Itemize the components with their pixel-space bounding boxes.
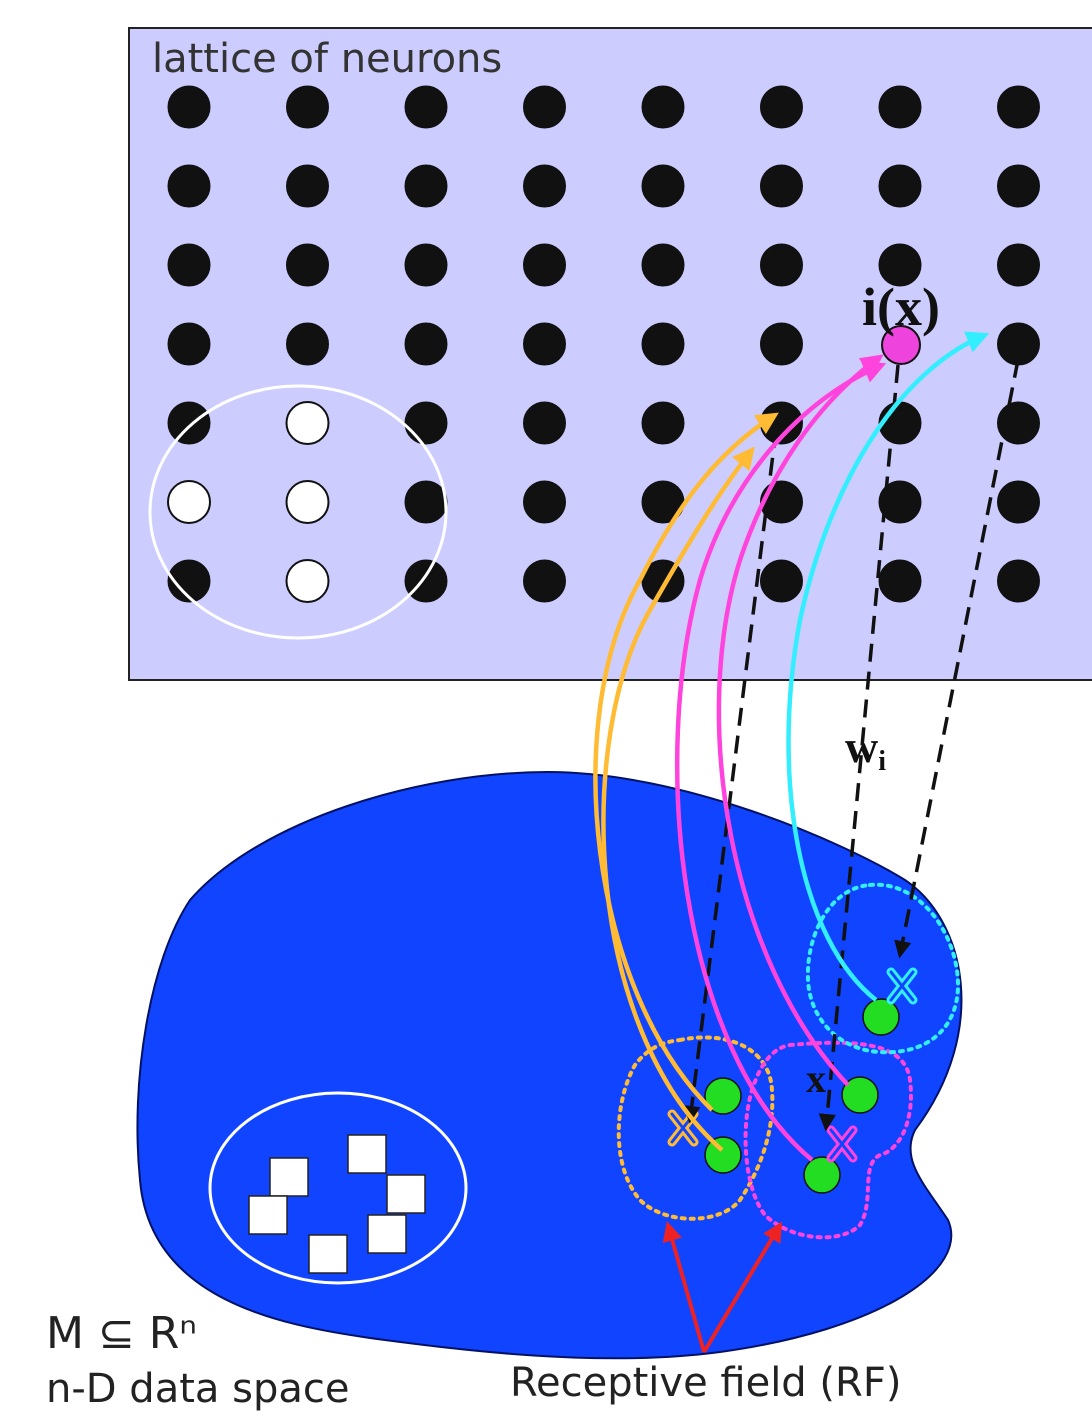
neuron xyxy=(997,401,1040,445)
cluster-square xyxy=(347,1134,387,1174)
neuron xyxy=(286,164,329,208)
neuron xyxy=(404,243,448,287)
receptive-field-label: Receptive field (RF) xyxy=(510,1360,901,1406)
neuron xyxy=(523,559,566,603)
weight-label-main: w xyxy=(845,721,878,772)
orange-arrow xyxy=(601,446,755,1152)
neighborhood-ellipse xyxy=(148,384,448,640)
neighborhood-neuron xyxy=(285,559,330,603)
rf-pointer-right xyxy=(702,1221,783,1354)
neuron xyxy=(641,243,685,287)
neuron xyxy=(167,322,211,366)
lattice-title: lattice of neurons xyxy=(152,36,502,82)
data-space-region xyxy=(136,770,963,1360)
neuron xyxy=(878,559,922,603)
weight-arrow xyxy=(894,359,1020,959)
cluster-square xyxy=(367,1214,407,1254)
neuron xyxy=(404,401,448,445)
cluster-ellipse xyxy=(208,1091,468,1285)
neuron xyxy=(523,480,566,524)
winner-neuron xyxy=(881,325,921,365)
neuron xyxy=(997,480,1040,524)
cluster-square xyxy=(248,1195,288,1235)
neuron xyxy=(286,322,329,366)
neuron xyxy=(997,85,1040,129)
neuron xyxy=(878,480,922,524)
orange-arrow xyxy=(593,412,779,1112)
neuron xyxy=(404,85,448,129)
neuron xyxy=(167,559,211,603)
neuron xyxy=(404,322,448,366)
neuron xyxy=(997,243,1040,287)
magenta-arrow xyxy=(674,361,887,1162)
data-point xyxy=(704,1136,742,1174)
magenta-receptive-field xyxy=(743,1040,913,1240)
rf-pointer-left xyxy=(662,1221,706,1353)
neuron xyxy=(641,401,685,445)
cyan-receptive-field xyxy=(805,882,961,1055)
neuron xyxy=(167,243,211,287)
weight-arrow xyxy=(683,429,778,1124)
orange-mapping-arrows xyxy=(593,412,779,1152)
neuron xyxy=(760,559,803,603)
neighborhood-neuron xyxy=(285,401,330,445)
data-point xyxy=(704,1077,742,1115)
weight-label-sub: i xyxy=(878,746,886,777)
neuron xyxy=(641,322,685,366)
x-cross-marker-magenta-icon xyxy=(826,1125,858,1163)
receptive-field-pointers xyxy=(662,1221,783,1354)
neighborhood-neuron xyxy=(167,480,211,524)
neuron xyxy=(760,164,803,208)
neuron xyxy=(523,401,566,445)
orange-receptive-field xyxy=(616,1035,775,1221)
neuron xyxy=(760,85,803,129)
neuron xyxy=(523,164,566,208)
neuron xyxy=(997,322,1040,366)
data-space-label: n-D data space xyxy=(46,1366,349,1412)
cyan-mapping-arrow xyxy=(786,331,990,1002)
data-space: x xyxy=(136,770,963,1360)
cluster-square xyxy=(386,1174,426,1214)
magenta-arrow xyxy=(716,354,884,1087)
neuron xyxy=(878,401,922,445)
neuron xyxy=(167,85,211,129)
cluster-squares xyxy=(248,1134,426,1274)
neuron xyxy=(404,559,448,603)
neuron xyxy=(286,243,329,287)
data-space-set-label: M ⊆ Rⁿ xyxy=(46,1308,197,1359)
cluster-square xyxy=(308,1234,348,1274)
neuron xyxy=(997,559,1040,603)
neuron xyxy=(167,401,211,445)
neuron xyxy=(760,243,803,287)
weight-label: wi xyxy=(845,721,886,777)
neuron xyxy=(167,164,211,208)
magenta-mapping-arrows xyxy=(674,354,887,1162)
neuron xyxy=(997,164,1040,208)
neuron xyxy=(404,164,448,208)
neuron xyxy=(523,243,566,287)
neuron xyxy=(878,243,922,287)
neuron xyxy=(523,85,566,129)
neuron xyxy=(878,85,922,129)
neuron xyxy=(523,322,566,366)
neuron xyxy=(878,164,922,208)
cluster-square xyxy=(269,1157,309,1197)
neuron xyxy=(760,322,803,366)
neighborhood-neuron xyxy=(285,480,330,524)
neuron xyxy=(641,164,685,208)
winner-neuron-label: i(x) xyxy=(862,277,940,337)
data-point xyxy=(803,1156,841,1194)
data-point xyxy=(841,1076,879,1114)
weight-arrows xyxy=(683,359,1020,1132)
x-cross-marker-cyan-icon xyxy=(886,967,918,1005)
neuron xyxy=(641,85,685,129)
data-point xyxy=(862,998,900,1036)
neuron xyxy=(404,480,448,524)
weight-arrow xyxy=(818,364,900,1132)
input-x-label: x xyxy=(806,1056,826,1101)
neuron xyxy=(286,85,329,129)
